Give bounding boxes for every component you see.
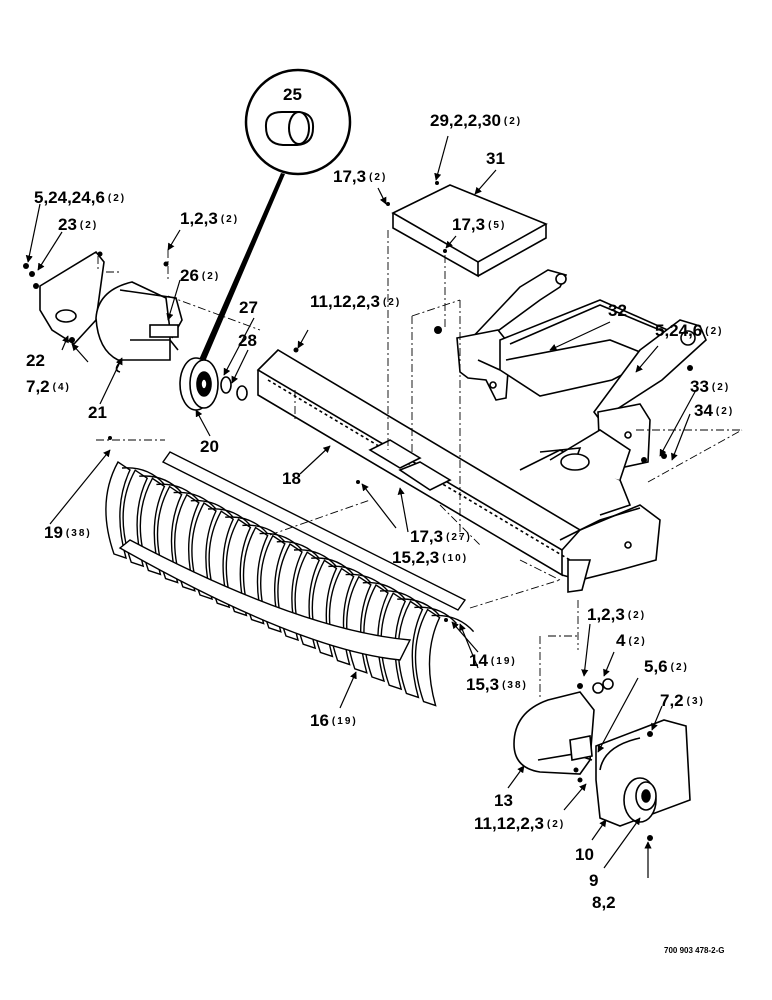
tine-base [118,539,412,661]
callout-17-3-a: 17,3(2) [333,167,388,186]
tine-tip [311,557,354,575]
callout-8-2: 8,2 [592,893,616,912]
tine-tip [242,524,285,542]
tine-tip [121,467,165,485]
callout-28: 28 [238,331,257,350]
tine-tip [379,590,423,608]
callout-17-3-b: 17,3(5) [452,215,507,234]
pulley-20 [179,357,248,411]
right-housing-10-13 [513,678,691,827]
callout-9: 9 [589,871,599,890]
callout-26: 26(2) [180,266,221,285]
callout-10: 10 [575,845,594,864]
left-housing-21-22 [39,250,183,373]
leader-lines [25,135,697,878]
tine-tip [156,483,199,501]
callout-34: 34(2) [694,401,735,420]
tine-tip [276,540,320,559]
callout-27: 27 [239,298,258,317]
centerlines [96,230,743,700]
tine [414,608,441,707]
tine-tip [190,499,234,518]
callout-7-2-a: 7,2(4) [26,377,71,396]
tine-bar [161,451,467,611]
tine [363,583,389,683]
tine-tip [362,581,406,600]
callout-1-2-3-a: 1,2,3(2) [180,209,240,228]
callout-11-12-2-3-b: 11,12,2,3(2) [474,814,566,833]
shaft-assembly-18 [256,348,661,593]
tine-tip [431,614,475,633]
callout-31: 31 [486,149,505,168]
callout-13: 13 [494,791,513,810]
tine-tip [293,549,337,567]
callout-5-24-6: 5,24,6(2) [655,321,724,340]
callout-18: 18 [282,469,301,488]
callout-4: 4(2) [616,631,647,650]
callout-5-24-24-6: 5,24,24,6(2) [34,188,127,207]
callout-33: 33(2) [690,377,731,396]
callout-21: 21 [88,403,107,422]
callout-29: 29,2,2,30(2) [430,111,523,130]
callout-7-2-b: 7,2(3) [660,691,705,710]
callout-15-2-3: 15,2,3(10) [392,548,469,567]
callout-25: 25 [283,85,302,104]
callout-20: 20 [200,437,219,456]
tine [105,460,131,560]
tine [397,600,424,699]
callout-1-2-3-b: 1,2,3(2) [587,605,647,624]
callout-14: 14(19) [469,651,517,670]
top-cover-plate-31 [391,184,548,278]
tine-tip [328,565,371,583]
tine-tip [173,491,217,510]
callout-15-3: 15,3(38) [466,675,528,694]
tine-tip [225,516,268,534]
tine-tip [259,532,303,551]
callout-22: 22 [26,351,45,370]
drawing-code: 700 903 478-2-G [664,946,725,955]
callout-11-12-2-3-a: 11,12,2,3(2) [310,292,402,311]
tine-tip [139,475,182,493]
callout-32: 32 [608,301,627,320]
tine-tip [414,606,457,624]
tine-tip [345,573,389,592]
callout-5-6: 5,6(2) [644,657,689,676]
tine-tip [207,508,251,526]
tine-assembly-16-19 [105,451,475,707]
tine-tip [397,598,440,616]
frame-bracket-32 [456,269,707,469]
callout-23: 23(2) [58,215,99,234]
detail-circle-bearing-25 [198,68,352,364]
callout-19: 19(38) [44,523,92,542]
callout-17-3-c: 17,3(27) [410,527,472,546]
callout-16: 16(19) [310,711,358,730]
